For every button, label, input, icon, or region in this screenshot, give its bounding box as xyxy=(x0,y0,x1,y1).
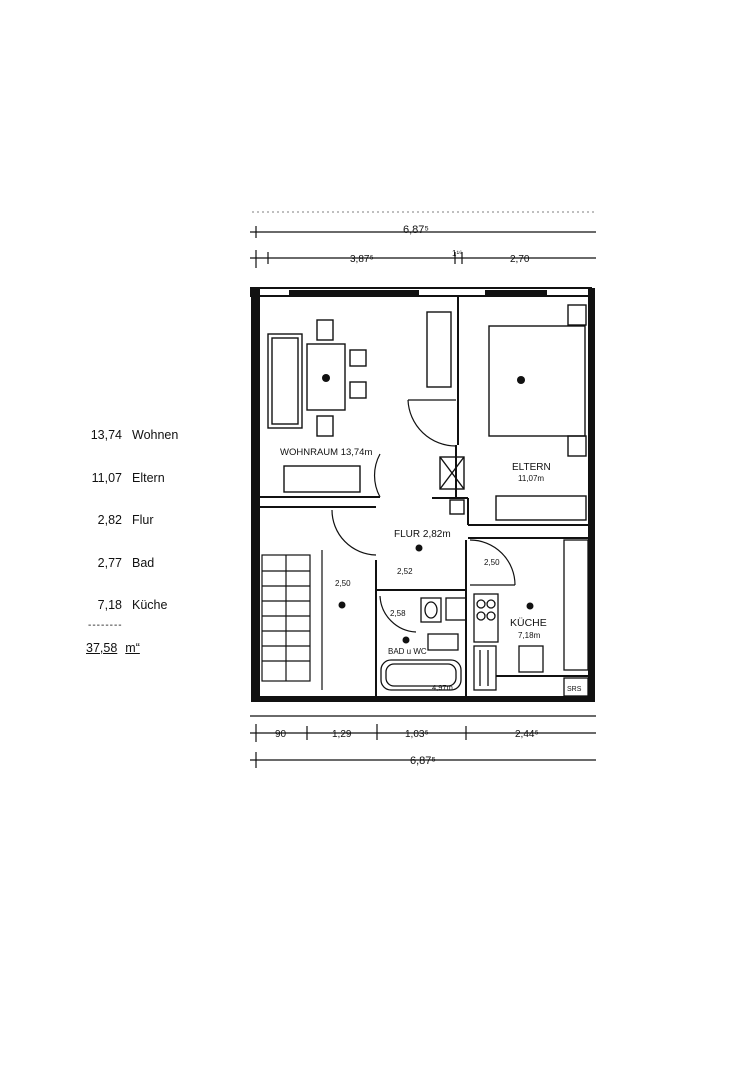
area-value: 2,82 xyxy=(97,513,122,527)
area-value: 11,07 xyxy=(91,471,122,485)
area-row-bad: 2,77 Bad xyxy=(84,556,155,570)
bedroom-furniture xyxy=(488,304,587,521)
area-row-eltern: 11,07 Eltern xyxy=(84,471,165,485)
top-dimension-lines xyxy=(250,211,596,268)
height-bad: 2,58 xyxy=(390,609,406,618)
area-value: 2,77 xyxy=(97,556,122,570)
light-points xyxy=(322,374,534,644)
bathroom-fixtures xyxy=(380,597,467,691)
height-kueche: 2,50 xyxy=(484,558,500,567)
room-label-wohnraum: WOHNRAUM 13,74m xyxy=(280,447,372,458)
kitchen-fixtures xyxy=(473,539,589,697)
area-value: 13,74 xyxy=(90,428,122,442)
room-label-kueche: KÜCHE xyxy=(510,617,547,629)
dim-top-right: 2,70 xyxy=(510,254,530,265)
room-area-kueche: 7,18m xyxy=(518,631,541,640)
dim-bottom-c: 1,03⁵ xyxy=(405,729,429,740)
dim-top-overall: 6,87⁵ xyxy=(403,224,429,236)
shaft-icon xyxy=(439,456,465,515)
exterior-walls xyxy=(250,287,595,702)
dim-bottom-overall: 6,87⁵ xyxy=(410,755,436,767)
area-label: Küche xyxy=(132,598,168,612)
area-label: Bad xyxy=(132,556,155,570)
area-row-wohnen: 13,74 Wohnen xyxy=(84,428,179,442)
dim-bottom-d: 2,44⁵ xyxy=(515,729,539,740)
living-room-furniture xyxy=(267,311,452,493)
bottom-dimension-lines xyxy=(250,715,596,768)
room-area-eltern: 11,07m xyxy=(518,474,544,483)
interior-walls xyxy=(260,296,588,696)
area-row-kueche: 7,18 Küche xyxy=(84,598,168,612)
area-row-flur: 2,82 Flur xyxy=(84,513,154,527)
area-value: 7,18 xyxy=(97,598,122,612)
height-flur: 2,52 xyxy=(397,567,413,576)
area-total: 37,58 m“ xyxy=(86,641,140,655)
room-label-storage: SRS xyxy=(567,686,582,693)
room-label-flur: FLUR 2,82m xyxy=(394,529,451,540)
area-label: Eltern xyxy=(132,471,165,485)
area-label: Flur xyxy=(132,513,154,527)
room-label-bad: BAD u WC xyxy=(388,647,427,656)
total-separator: -------- xyxy=(88,620,123,631)
staircase xyxy=(261,550,323,690)
total-unit: m“ xyxy=(125,641,140,655)
room-label-eltern: ELTERN xyxy=(512,462,551,473)
dim-top-mid: 1¹⁶ xyxy=(452,249,462,258)
dim-bottom-b: 1,29 xyxy=(332,729,352,740)
area-label: Wohnen xyxy=(132,428,179,442)
height-stair: 2,50 xyxy=(335,579,351,588)
dim-top-left: 3,87⁵ xyxy=(350,254,374,265)
total-value: 37,58 xyxy=(86,641,118,655)
door-arcs xyxy=(331,399,516,633)
dim-bottom-a: 90 xyxy=(275,729,287,740)
room-area-bad: 4,97m xyxy=(432,683,453,692)
